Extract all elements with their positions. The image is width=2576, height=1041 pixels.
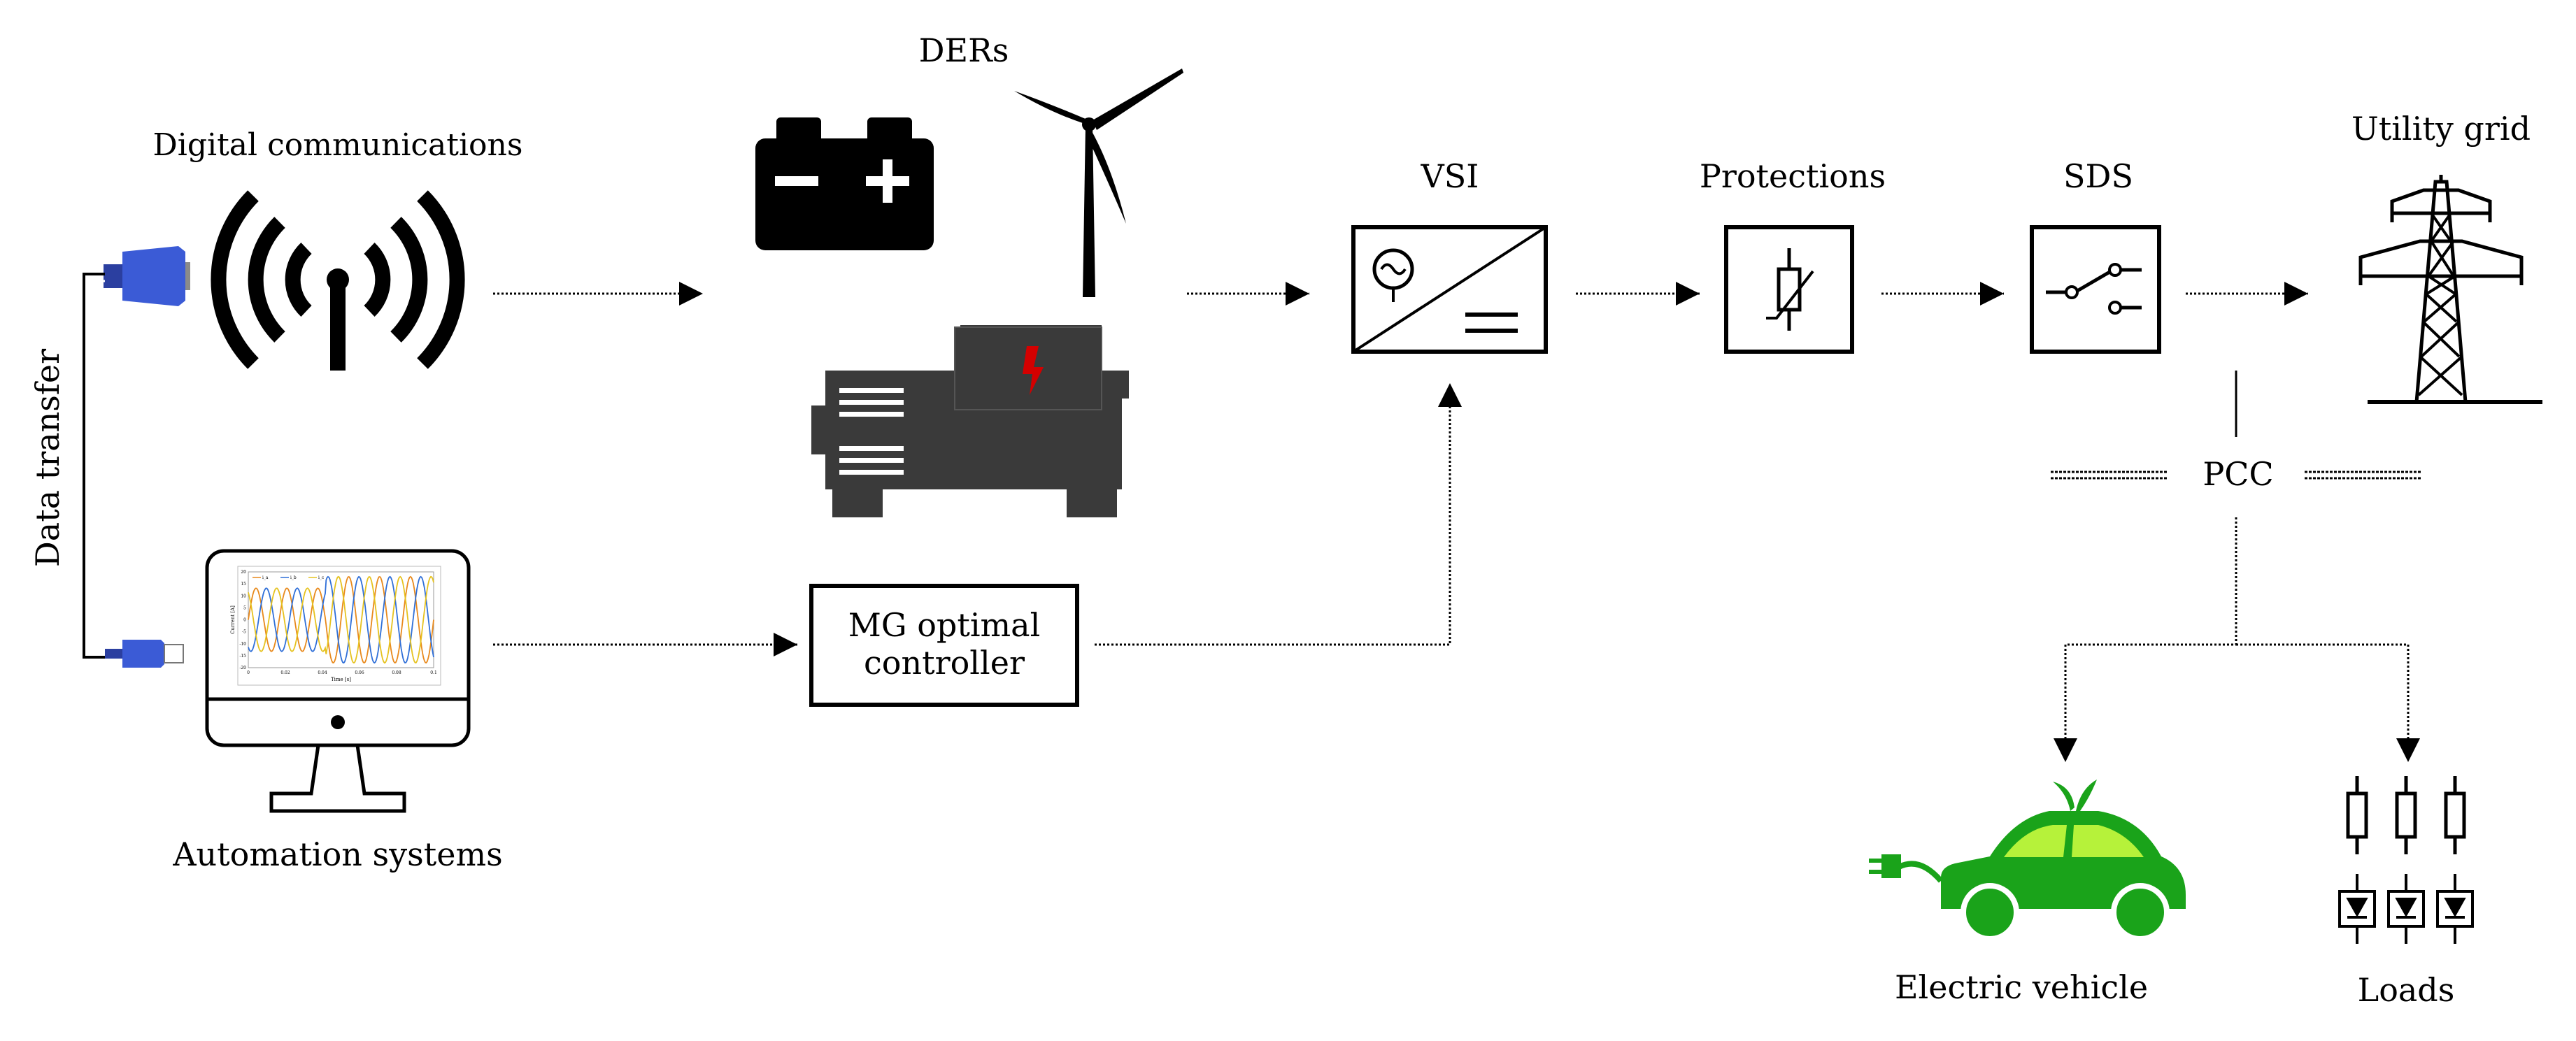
load-resistor-icon — [2346, 776, 2466, 854]
ders-label: DERs — [919, 31, 1009, 69]
protections-label: Protections — [1700, 157, 1886, 195]
plot-ytick: 15 — [241, 582, 246, 587]
plot-xtick: 0.02 — [280, 670, 290, 675]
plot-legend-entry: i_c — [318, 575, 325, 580]
plot-legend-entry: i_a — [262, 575, 269, 580]
plot-xtick: 0.06 — [355, 670, 364, 675]
sds-label: SDS — [2063, 157, 2133, 195]
plot-xtick: 0.08 — [392, 670, 401, 675]
plot-ytick: 5 — [243, 605, 246, 610]
plot-ylabel: Current [A] — [230, 605, 236, 634]
pcc-label: PCC — [2203, 455, 2273, 493]
arrow-pcc-to-loads — [2236, 643, 2420, 762]
usb-connector-icon — [105, 640, 184, 668]
plot-series-line — [248, 575, 434, 664]
utility-grid-label: Utility grid — [2351, 110, 2531, 148]
plot-ytick: 0 — [243, 618, 246, 623]
data-transfer-label: Data transfer — [29, 349, 66, 567]
pcc-bus — [2051, 371, 2421, 480]
mg-controller-line1: MG optimal — [848, 606, 1041, 644]
wind-turbine-icon — [1014, 69, 1183, 297]
arrow-pcc-to-ev — [2054, 517, 2237, 762]
plot-ytick: 20 — [241, 570, 246, 575]
vsi-label: VSI — [1421, 157, 1479, 195]
varistor-icon — [1724, 225, 1854, 354]
electric-vehicle-label: Electric vehicle — [1895, 968, 2148, 1006]
plot-xtick: 0.1 — [430, 670, 437, 675]
vga-connector-icon — [104, 246, 190, 306]
switch-icon — [2030, 225, 2161, 354]
plot-ytick: -20 — [239, 666, 246, 670]
loads-label: Loads — [2358, 971, 2455, 1009]
plot-ytick: 10 — [241, 594, 246, 598]
mg-controller-line2: controller — [864, 644, 1025, 682]
plot-legend-entry: i_b — [290, 575, 297, 580]
plot-ytick: -15 — [239, 654, 246, 659]
plot-ytick: -10 — [239, 642, 246, 647]
plot-ytick: -5 — [242, 630, 246, 635]
inverter-icon — [1351, 225, 1548, 354]
antenna-icon — [211, 190, 465, 371]
digital-communications-label: Digital communications — [153, 127, 523, 163]
diode-icon — [2338, 874, 2474, 944]
plot-xlabel: Time [s] — [331, 677, 351, 682]
generator-icon — [811, 325, 1129, 517]
battery-icon — [755, 117, 934, 250]
plot-series-line — [248, 575, 434, 664]
plot-xtick: 0.04 — [318, 670, 327, 675]
data-cable — [83, 273, 105, 659]
automation-systems-label: Automation systems — [172, 835, 502, 873]
loads-group — [2338, 776, 2474, 944]
connection-arrows — [493, 282, 2420, 762]
plot-xtick: 0 — [247, 670, 250, 675]
electric-car-icon — [1869, 780, 2186, 942]
plot-series-line — [248, 575, 434, 664]
arrow-controller-to-vsi — [1095, 383, 1462, 646]
transmission-tower-icon — [2358, 175, 2542, 404]
mg-optimal-controller: MG optimal controller — [809, 584, 1079, 707]
